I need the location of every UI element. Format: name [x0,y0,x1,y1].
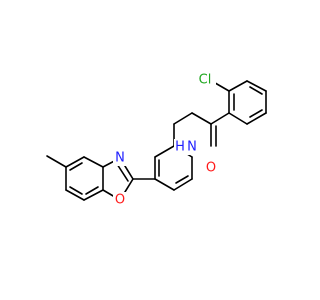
bond [191,112,212,125]
bond [65,156,85,168]
atom-label: N [187,140,197,155]
bond [116,163,129,182]
bond [228,80,248,92]
bond-layer [46,79,267,201]
bond [173,178,193,191]
molecule-structure: Cl N H O N O [46,72,267,208]
bond [83,156,104,168]
bond [46,155,67,168]
bond [83,189,104,201]
atom-label: O [206,161,216,176]
atom-label: O [115,193,125,208]
atom-label: H [175,140,185,155]
atom-layer: Cl N H O N O [113,72,218,208]
bond [69,162,83,171]
atom-label: Cl [199,73,212,88]
oxazole-oxygen-atom: O [113,192,127,208]
atom-label: N [115,151,125,166]
bond [65,189,85,201]
bond [154,178,175,191]
bond [154,145,175,158]
bond [85,186,99,195]
bond [249,86,263,95]
chlorine-atom: Cl [196,72,216,88]
bond [228,112,248,125]
bond [175,175,189,184]
oxazole-nitrogen-atom: N [113,150,127,166]
bond [210,112,230,125]
carbonyl-oxygen-atom: O [204,160,218,176]
bond [246,80,267,92]
bond [249,109,263,118]
bond [246,112,267,125]
bond [69,186,83,195]
amide-hydrogen-atom: H [174,139,186,155]
amide-nitrogen-atom: N [185,139,199,155]
bond [173,112,193,125]
